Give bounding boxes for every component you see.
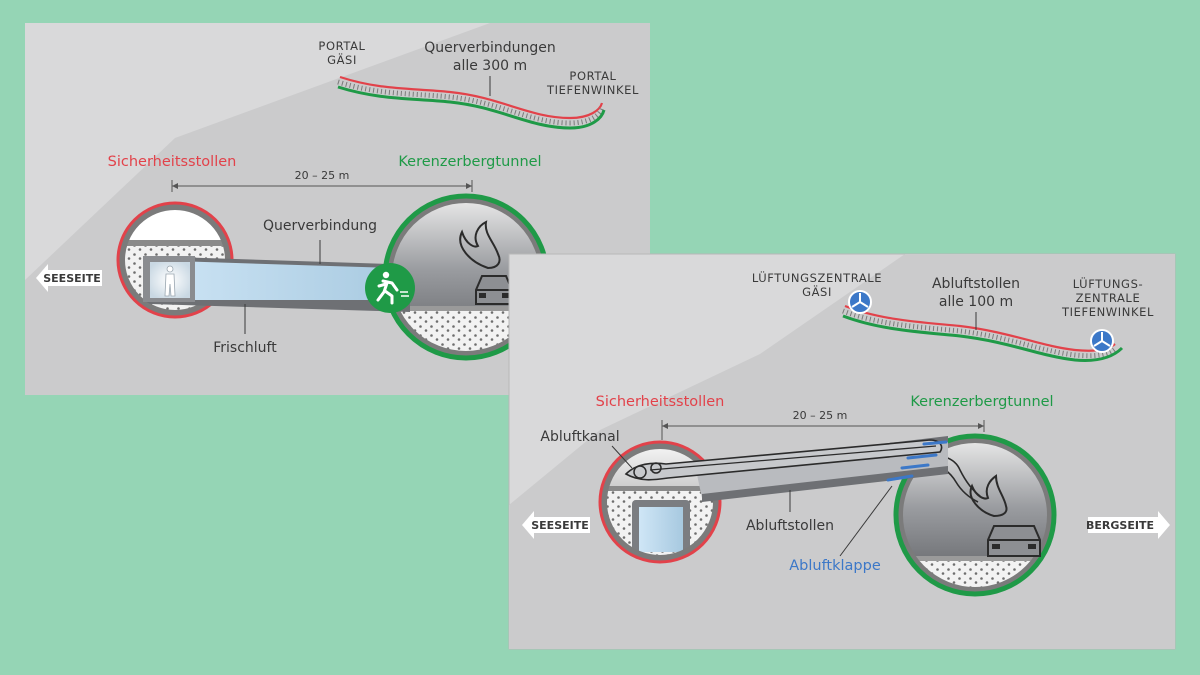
panel-bottom: LÜFTUNGSZENTRALE GÄSI Abluftstollen alle… <box>508 253 1176 650</box>
distance-label-bottom: 20 – 25 m <box>793 409 848 422</box>
emergency-exit-icon <box>365 263 415 313</box>
main-tunnel-cross-section-bottom <box>893 433 1057 597</box>
main-tunnel-label: Kerenzerbergtunnel <box>398 154 541 170</box>
cross-connections-label-1: Querverbindungen <box>424 40 556 56</box>
portal-tiefenwinkel-label-2: TIEFENWINKEL <box>546 83 639 97</box>
person-icon <box>164 265 176 297</box>
portal-gaesi-label-1: PORTAL <box>318 39 365 53</box>
exhaust-interval-label-2: alle 100 m <box>939 294 1013 310</box>
direction-arrow-right-bottom: BERGSEITE <box>1086 511 1170 539</box>
cross-passage-label: Querverbindung <box>263 218 377 234</box>
distance-label: 20 – 25 m <box>295 169 350 182</box>
vent-tiefenwinkel-label-3: TIEFENWINKEL <box>1061 305 1154 319</box>
direction-arrow-left-top: SEESEITE <box>36 264 102 292</box>
exhaust-flap-leader <box>839 485 893 557</box>
exhaust-duct-label: Abluftkanal <box>540 429 619 445</box>
direction-arrow-left-bottom: SEESEITE <box>522 511 590 539</box>
direction-right-label-bottom: BERGSEITE <box>1086 519 1154 532</box>
vent-gaesi-label-1: LÜFTUNGSZENTRALE <box>752 269 882 285</box>
exhaust-flap-label: Abluftklappe <box>789 558 881 574</box>
vent-tiefenwinkel-label-1: LÜFTUNGS- <box>1073 275 1143 291</box>
portal-tiefenwinkel-label-1: PORTAL <box>569 69 616 83</box>
tunnel-profile-route <box>337 75 606 130</box>
main-tunnel-label-bottom: Kerenzerbergtunnel <box>910 394 1053 410</box>
car-icon <box>475 275 513 305</box>
safety-gallery-label-bottom: Sicherheitsstollen <box>596 394 725 410</box>
safety-gallery-label: Sicherheitsstollen <box>108 154 237 170</box>
exhaust-profile-route <box>842 304 1124 362</box>
distance-dimension-bottom <box>661 420 985 440</box>
direction-left-label-top: SEESEITE <box>43 272 101 285</box>
fan-icon-tiefenwinkel <box>1090 329 1114 353</box>
cross-passage <box>143 256 410 312</box>
fan-icon-gaesi <box>848 290 872 314</box>
fire-icon-bottom <box>969 474 1008 518</box>
fire-icon <box>459 220 501 270</box>
vent-gaesi-label-2: GÄSI <box>802 284 832 299</box>
direction-left-label-bottom: SEESEITE <box>531 519 589 532</box>
vent-tiefenwinkel-label-2: ZENTRALE <box>1076 291 1141 305</box>
fresh-air-label: Frischluft <box>213 340 277 356</box>
portal-gaesi-label-2: GÄSI <box>327 52 357 67</box>
distance-dimension <box>171 180 473 192</box>
cross-connections-label-2: alle 300 m <box>453 58 527 74</box>
exhaust-gallery-label: Abluftstollen <box>746 518 834 534</box>
exhaust-interval-label-1: Abluftstollen <box>932 276 1020 292</box>
car-icon-bottom <box>987 525 1041 557</box>
exhaust-duct-leader <box>611 445 633 469</box>
exhaust-flap-icons <box>886 440 948 482</box>
